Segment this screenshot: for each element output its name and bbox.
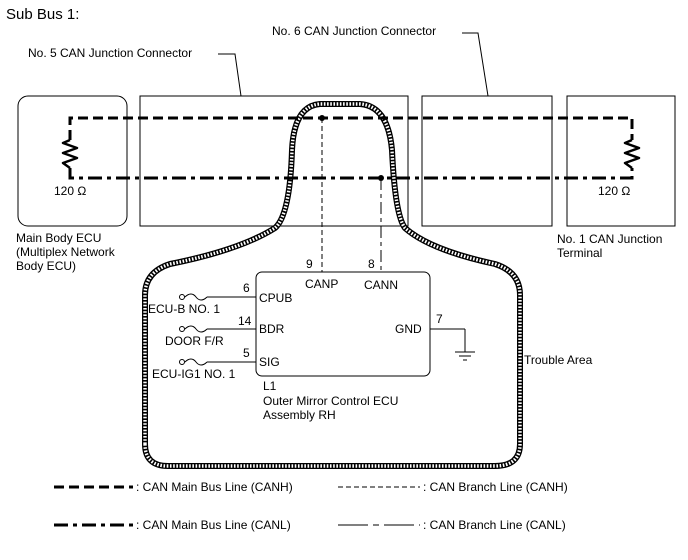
svg-text:7: 7 (436, 312, 443, 326)
trouble-area-outline (142, 101, 523, 469)
no6-connector-leader (462, 32, 489, 97)
legend-branch-canl-label: : CAN Branch Line (CANL) (423, 518, 566, 532)
sig-circuit: 5 ECU-IG1 NO. 1 (152, 346, 256, 381)
no5-connector-label: No. 5 CAN Junction Connector (28, 46, 192, 60)
ecu-name-line-2: Assembly RH (263, 408, 336, 422)
no1-junction-terminal-box (566, 95, 676, 227)
svg-text:14: 14 (238, 314, 252, 328)
svg-text:Body ECU): Body ECU) (16, 259, 76, 273)
svg-text:5: 5 (243, 346, 250, 360)
pin-bdr-name: BDR (259, 322, 285, 336)
ecu-name-line-1: Outer Mirror Control ECU (263, 394, 398, 408)
pin-canp-number: 9 (306, 257, 313, 271)
svg-text:DOOR F/R: DOOR F/R (165, 334, 224, 348)
ground-icon (455, 351, 475, 361)
pin-gnd-name: GND (395, 322, 422, 336)
diagram-title: Sub Bus 1: (6, 6, 79, 23)
terminal-label: No. 1 CAN Junction Terminal (557, 232, 662, 260)
no5-connector-leader (218, 53, 242, 97)
svg-text:ECU-B NO. 1: ECU-B NO. 1 (148, 302, 220, 316)
legend: : CAN Main Bus Line (CANH) : CAN Branch … (54, 480, 568, 532)
fuse-ecub-icon (184, 293, 208, 301)
pin-sig-name: SIG (259, 355, 280, 369)
ecu-code: L1 (263, 379, 277, 393)
fuse-ecuig1-icon (184, 358, 208, 366)
pin-cpub-name: CPUB (259, 291, 292, 305)
can-main-bus-canh (68, 116, 634, 140)
svg-text:Main Body ECU: Main Body ECU (16, 231, 101, 245)
legend-branch-canh-label: : CAN Branch Line (CANH) (423, 480, 568, 494)
pin-canp-name: CANP (305, 277, 338, 291)
no5-junction-connector-box (139, 95, 409, 227)
no6-junction-connector-box (421, 95, 553, 227)
svg-text:(Multiplex Network: (Multiplex Network (16, 245, 116, 259)
svg-text:6: 6 (243, 281, 250, 295)
svg-text:Terminal: Terminal (557, 246, 602, 260)
can-main-bus-canl (68, 168, 634, 180)
pin-cann-name: CANN (364, 278, 398, 292)
terminal-resistor-value: 120 Ω (598, 184, 630, 198)
legend-main-canh-label: : CAN Main Bus Line (CANH) (136, 480, 293, 494)
main-body-ecu-box (17, 95, 128, 227)
cpub-circuit: 6 ECU-B NO. 1 (148, 281, 256, 316)
svg-text:ECU-IG1 NO. 1: ECU-IG1 NO. 1 (152, 367, 236, 381)
legend-main-canl-label: : CAN Main Bus Line (CANL) (136, 518, 291, 532)
trouble-area-label: Trouble Area (524, 353, 593, 367)
fuse-door-icon (184, 325, 208, 333)
main-body-ecu-label: Main Body ECU (Multiplex Network Body EC… (16, 231, 116, 273)
pin-cann-number: 8 (368, 257, 375, 271)
bdr-circuit: 14 DOOR F/R (165, 314, 256, 348)
gnd-circuit: 7 (430, 312, 475, 361)
main-body-ecu-resistor-value: 120 Ω (54, 184, 86, 198)
no6-connector-label: No. 6 CAN Junction Connector (272, 24, 436, 38)
terminal-resistor (623, 138, 641, 170)
svg-text:No. 1 CAN Junction: No. 1 CAN Junction (557, 232, 662, 246)
outer-mirror-ecu-box (255, 271, 431, 377)
main-body-ecu-resistor (61, 138, 79, 170)
